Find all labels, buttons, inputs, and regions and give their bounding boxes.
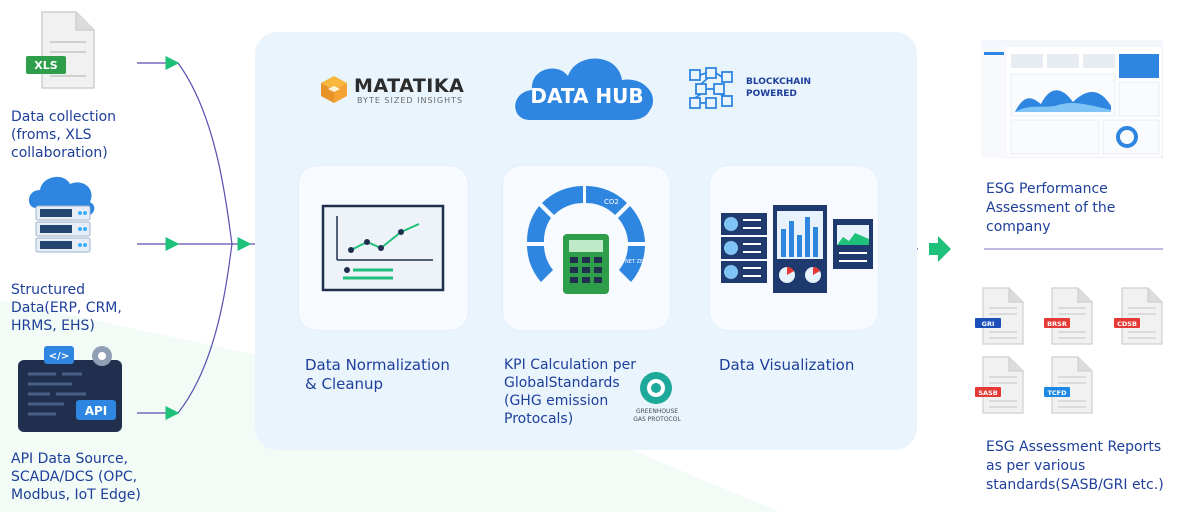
hub-title: DATA HUB xyxy=(530,84,644,108)
net-zero-badge: NET ZERO xyxy=(625,259,651,265)
report-doc-brsr-icon: BRSR xyxy=(1044,287,1093,345)
output-arrow-icon xyxy=(929,236,951,262)
data-hub-cloud-icon xyxy=(515,58,654,120)
ghg-protocol-logo-icon xyxy=(640,372,672,404)
source-label-api: API Data Source,SCADA/DCS (OPC,Modbus, I… xyxy=(11,451,141,503)
report-doc-sasb-icon: SASB xyxy=(975,356,1024,414)
report-doc-tag: BRSR xyxy=(1047,320,1067,328)
report-doc-tag: GRI xyxy=(982,320,995,328)
code-tag: </> xyxy=(49,351,69,362)
xls-badge: XLS xyxy=(34,59,57,72)
report-doc-tag: CDSB xyxy=(1117,320,1137,328)
esg-dashboard-thumbnail xyxy=(981,40,1163,158)
api-badge: API xyxy=(85,404,108,418)
report-doc-tag: TCFD xyxy=(1047,389,1067,397)
line-chart-board-icon xyxy=(321,204,445,292)
blockchain-icon xyxy=(689,67,733,109)
brand-name: MATATIKA xyxy=(354,75,465,97)
xls-file-icon: XLS xyxy=(26,11,95,89)
co2-badge: CO2 xyxy=(604,198,619,206)
step-label-normalization: Data Normalization& Cleanup xyxy=(305,356,450,393)
brand-tagline: BYTE SIZED INSIGHTS xyxy=(357,96,464,105)
step-label-visualization: Data Visualization xyxy=(719,356,855,374)
report-doc-cdsb-icon: CDSB xyxy=(1114,287,1163,345)
calculator-ring-icon: CO2 NET ZERO xyxy=(526,186,651,294)
report-doc-tag: SASB xyxy=(978,389,997,397)
cloud-server-icon xyxy=(28,176,95,253)
matatika-cube-icon xyxy=(321,76,347,103)
dashboard-icon xyxy=(721,205,873,293)
report-doc-gri-icon: GRI xyxy=(975,287,1024,345)
report-doc-tcfd-icon: TCFD xyxy=(1044,356,1093,414)
api-window-icon: API </> xyxy=(18,346,122,432)
